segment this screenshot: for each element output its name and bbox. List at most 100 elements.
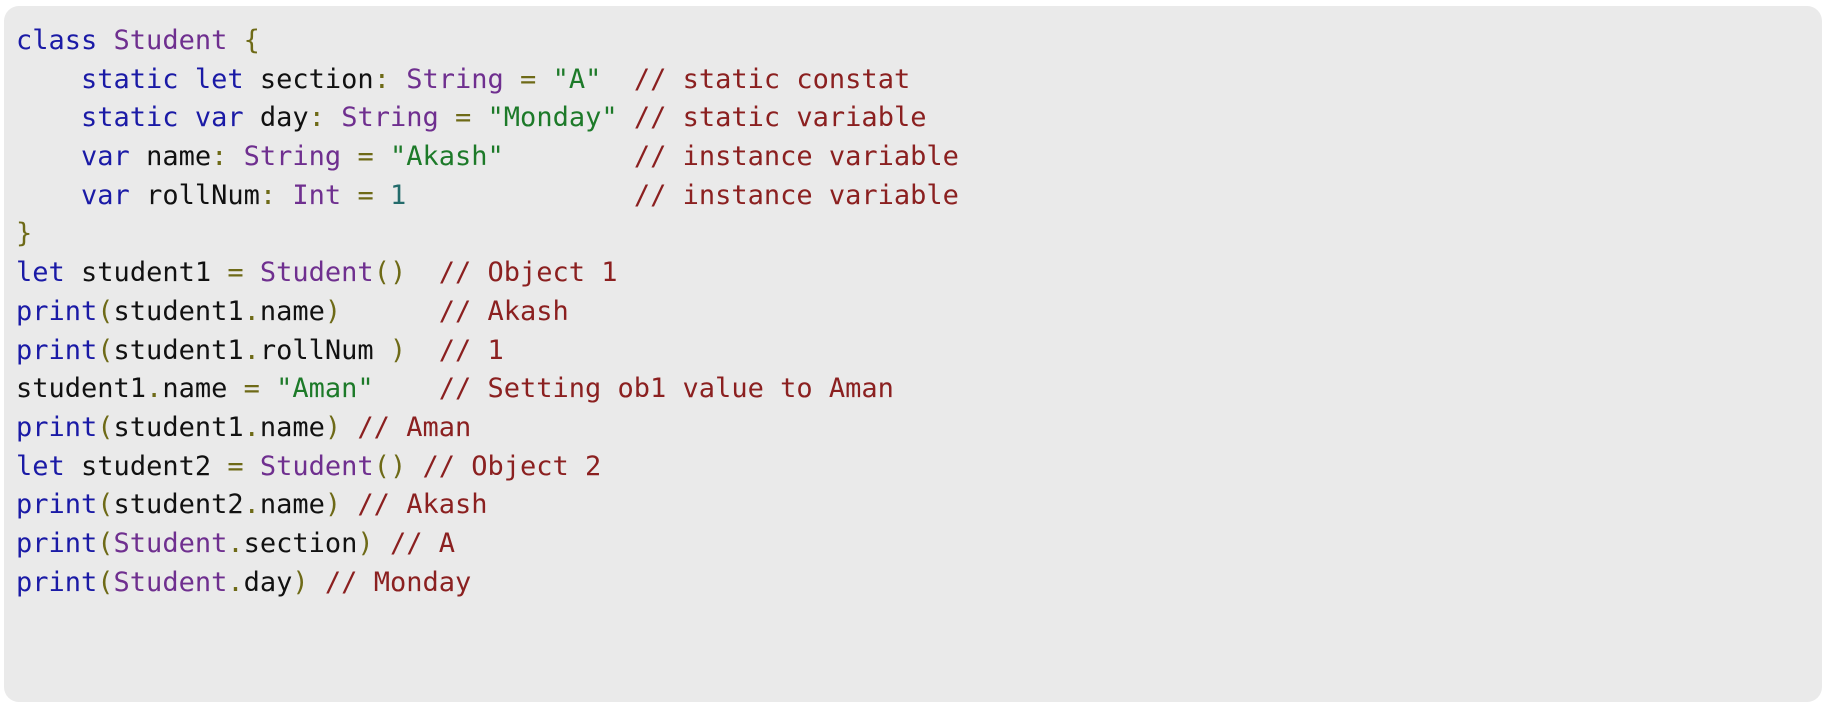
code-token-string: "A" [552,63,602,95]
code-token-plain [341,412,357,443]
code-token-string: "Aman" [276,373,374,405]
code-token-punct: . [227,566,244,598]
code-token-plain [504,141,634,172]
code-token-comment: // static constat [633,63,911,95]
code-token-punct: ) [389,334,407,366]
code-token-type: Student [259,257,374,289]
code-token-type: Student [113,25,228,56]
code-token-plain [244,102,260,133]
code-token-func: print [16,566,98,598]
code-token-plain: student1 [81,257,212,289]
code-token-plain [244,257,260,288]
code-token-plain [374,180,390,211]
code-token-punct: ) [357,527,374,559]
code-token-punct: ( [97,411,114,443]
code-token-plain [16,64,81,95]
code-token-plain [244,64,260,95]
code-token-type: Int [292,179,342,211]
code-token-func: print [16,411,98,443]
code-line: class Student { [16,22,1822,61]
code-token-punct: ) [324,411,342,443]
code-token-plain [325,102,341,133]
code-line: var name: String = "Akash" // instance v… [16,138,1822,177]
code-token-plain [374,335,390,366]
code-token-punct: : [308,102,325,134]
code-token-keyword: var [194,102,244,134]
code-token-plain [341,296,439,327]
code-token-comment: // 1 [438,334,504,366]
code-token-plain [97,25,113,56]
code-token-plain: rollNum [259,334,374,366]
code-token-punct: ) [324,295,342,327]
code-token-plain [130,141,146,172]
code-token-punct: = [227,257,244,289]
code-token-plain [406,257,439,288]
code-token-plain: rollNum [146,179,260,211]
code-line: print(Student.day) // Monday [16,564,1822,603]
code-token-plain [16,102,81,133]
code-line: } [16,215,1822,254]
code-token-plain: student1 [113,334,244,366]
code-token-punct: : [373,63,390,95]
code-token-plain: section [259,63,374,95]
code-token-plain [16,180,81,211]
code-token-plain [374,141,390,172]
code-token-punct: ( [97,489,114,521]
code-token-plain [618,102,634,133]
code-token-comment: // instance variable [633,141,959,173]
code-block[interactable]: class Student { static let section: Stri… [16,22,1822,602]
code-token-type: Student [259,450,374,482]
code-token-plain [601,64,634,95]
code-token-plain [130,180,146,211]
code-token-plain: student2 [81,450,212,482]
code-token-plain: student1 [113,411,244,443]
code-token-plain [227,25,243,56]
code-token-plain [341,180,357,211]
code-token-plain [227,141,243,172]
code-token-plain [179,102,195,133]
code-token-punct: = [357,179,374,211]
code-token-plain [211,257,227,288]
code-token-comment: // Akash [357,489,488,521]
code-token-punct: = [357,141,374,173]
code-line: var rollNum: Int = 1 // instance variabl… [16,177,1822,216]
code-token-punct: . [227,527,244,559]
code-token-plain [309,567,325,598]
code-token-punct: = [455,102,472,134]
code-token-type: String [243,141,342,173]
code-token-punct: = [520,63,537,95]
code-line: print(student2.name) // Akash [16,486,1822,525]
code-token-punct: . [243,334,260,366]
code-token-comment: // Akash [438,295,569,327]
code-line: print(student1.name) // Akash [16,293,1822,332]
code-token-punct: () [373,257,407,289]
code-token-comment: // static variable [633,102,927,134]
code-line: print(Student.section) // A [16,525,1822,564]
code-token-plain [179,64,195,95]
code-token-punct: { [243,25,260,56]
code-token-plain [390,64,406,95]
code-token-plain: name [259,295,325,327]
code-token-plain [341,489,357,520]
code-line: print(student1.rollNum ) // 1 [16,332,1822,371]
code-token-plain: day [243,566,293,598]
code-token-comment: // Aman [357,411,472,443]
code-token-plain: name [259,489,325,521]
code-token-punct: ( [97,295,114,327]
code-token-punct: . [243,411,260,443]
code-token-plain [341,141,357,172]
code-token-punct: : [259,179,277,211]
code-token-type: Student [113,566,228,598]
code-token-punct: ( [97,566,114,598]
code-token-plain [471,102,487,133]
code-token-keyword: let [194,63,244,95]
code-line: let student2 = Student() // Object 2 [16,448,1822,487]
code-token-type: String [341,102,439,134]
code-token-punct: = [243,373,260,405]
code-token-number: 1 [389,179,407,211]
code-line: static let section: String = "A" // stat… [16,61,1822,100]
code-token-type: Student [113,527,228,559]
code-token-punct: . [243,489,260,521]
code-token-plain [406,180,634,211]
code-token-punct: . [243,295,260,327]
